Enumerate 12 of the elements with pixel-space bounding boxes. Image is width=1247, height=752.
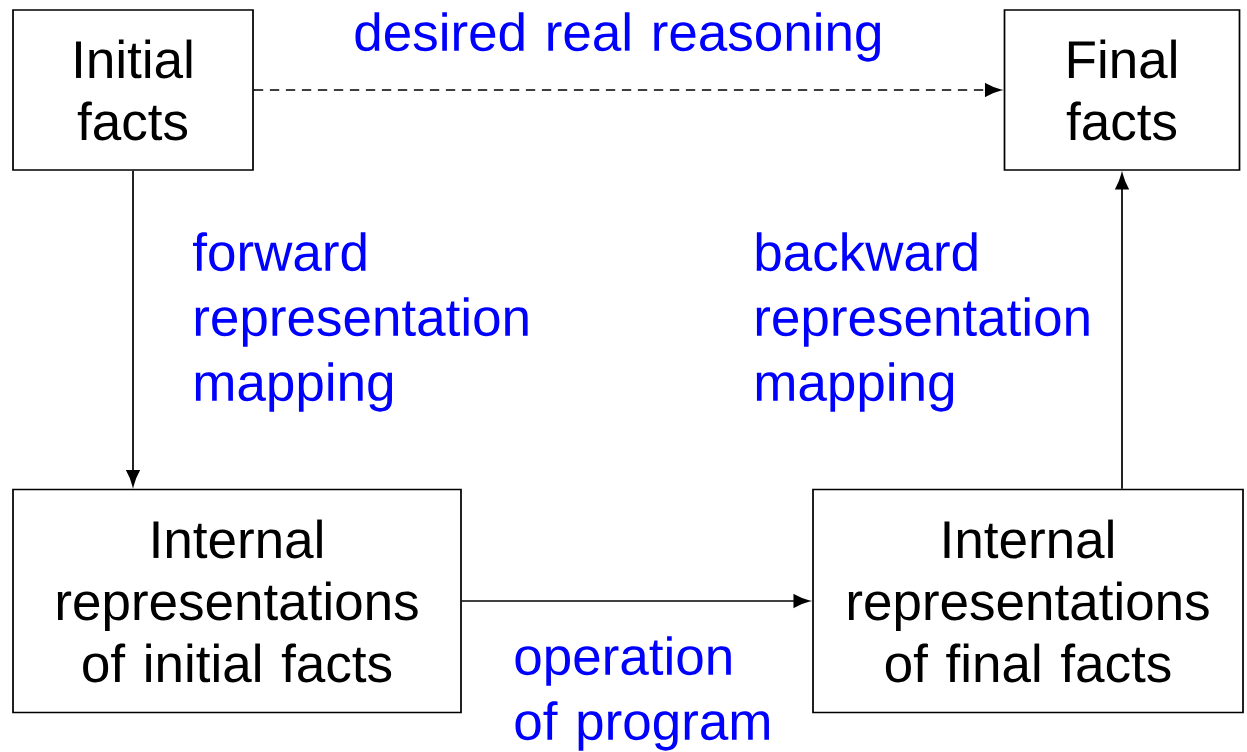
edge-label: desired real reasoning <box>355 12 880 62</box>
arrow <box>461 594 810 608</box>
process-box: Internal representations of final facts <box>812 488 1244 714</box>
arrow <box>126 170 140 487</box>
process-box: Initial facts <box>12 9 254 171</box>
process-box: Final facts <box>1003 9 1241 171</box>
edge-label: operation of program <box>515 636 769 751</box>
arrow <box>1115 173 1129 490</box>
arrow <box>253 83 1002 97</box>
process-box: Internal representations of initial facts <box>12 488 462 714</box>
edge-label: forward representation mapping <box>193 232 528 412</box>
edge-label: backward representation mapping <box>756 232 1089 412</box>
